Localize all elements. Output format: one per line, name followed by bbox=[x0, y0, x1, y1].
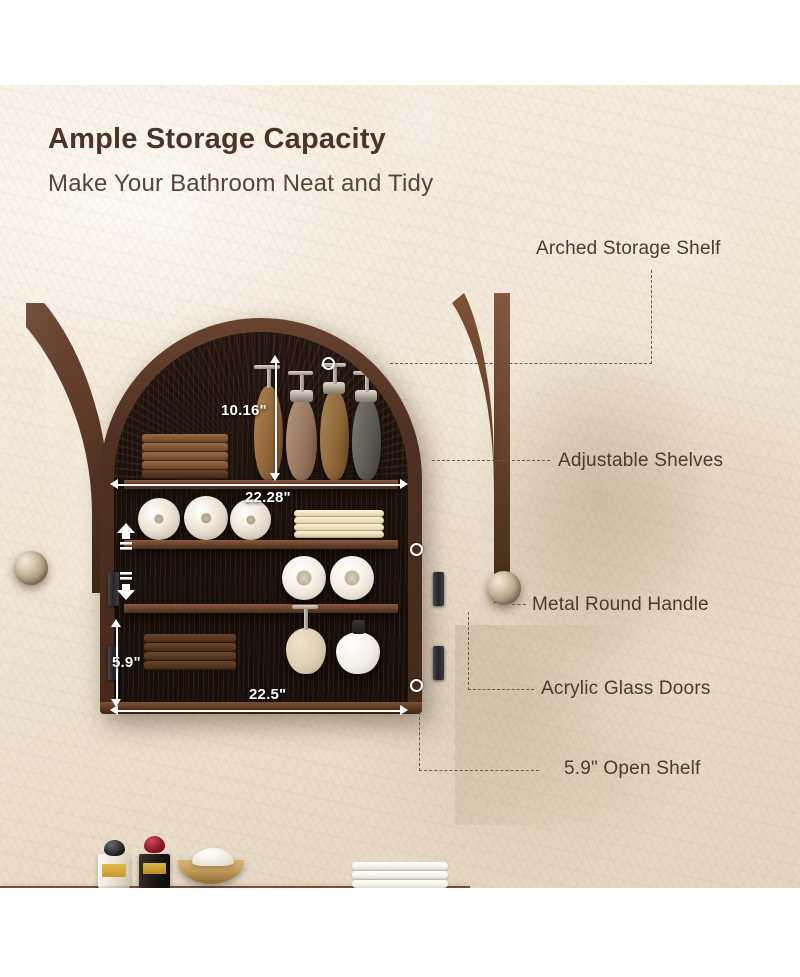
marker-dot-open-shelf bbox=[410, 679, 423, 692]
marker-dot-shelf bbox=[410, 543, 423, 556]
cabinet-base bbox=[100, 702, 422, 714]
leader-line-acrylic-doors-v bbox=[468, 612, 469, 690]
bathroom-vanity bbox=[0, 886, 470, 888]
callout-open-shelf: 5.9" Open Shelf bbox=[564, 758, 701, 779]
pump-collar-3 bbox=[323, 382, 345, 394]
soap-dispenser-3 bbox=[320, 390, 349, 480]
brown-towel-stack-bottom bbox=[144, 634, 236, 674]
leader-line-acrylic-doors-h bbox=[468, 689, 534, 690]
pump-collar-4 bbox=[355, 390, 377, 402]
door-hinge-lower bbox=[108, 646, 119, 680]
pump-head-1 bbox=[254, 365, 280, 369]
perfume-label bbox=[102, 864, 126, 877]
dimension-line-width-top bbox=[116, 484, 402, 486]
pump-stem-2 bbox=[300, 374, 304, 392]
ceramic-soap-pump bbox=[286, 628, 326, 674]
rolled-towel-2 bbox=[184, 496, 228, 540]
page-title: Ample Storage Capacity bbox=[48, 123, 386, 155]
leader-line-arched-shelf-v bbox=[651, 270, 652, 364]
cabinet-interior bbox=[114, 332, 408, 706]
pump-stem-3 bbox=[333, 366, 337, 384]
right-cabinet-door[interactable] bbox=[450, 293, 521, 605]
dimension-arrow-up-2 bbox=[111, 619, 121, 627]
page-subtitle: Make Your Bathroom Neat and Tidy bbox=[48, 170, 434, 197]
cabinet-frame bbox=[100, 318, 422, 714]
dimension-label-10-16: 10.16" bbox=[221, 402, 267, 419]
perfume-label bbox=[143, 863, 166, 874]
pump-head-4 bbox=[353, 371, 378, 375]
soap-bar bbox=[192, 848, 234, 866]
toilet-paper-roll-2 bbox=[330, 556, 374, 600]
leader-line-arched-shelf-h bbox=[390, 363, 652, 364]
pump-head-2 bbox=[288, 371, 313, 375]
door-hinge-lower-right bbox=[433, 646, 444, 680]
pump-stem-5 bbox=[304, 608, 308, 630]
callout-acrylic-glass-doors: Acrylic Glass Doors bbox=[541, 678, 711, 699]
folded-towel-bottom bbox=[352, 880, 448, 888]
pump-head-5 bbox=[292, 605, 318, 609]
dimension-arrow-up bbox=[270, 355, 280, 363]
perfume-bottle-black bbox=[139, 836, 170, 888]
toilet-paper-roll-1 bbox=[282, 556, 326, 600]
pump-stem-4 bbox=[365, 374, 369, 392]
perfume-cap bbox=[104, 840, 125, 856]
arrow-up-icon bbox=[116, 523, 136, 553]
soap-dispenser-1 bbox=[254, 386, 283, 480]
shelf-middle bbox=[124, 540, 398, 549]
dimension-arrow-down bbox=[270, 473, 280, 481]
soap-dispenser-4 bbox=[352, 398, 381, 480]
dimension-label-5-9: 5.9" bbox=[112, 654, 141, 671]
metal-round-handle-right[interactable] bbox=[487, 571, 521, 605]
soap-dispenser-2 bbox=[286, 398, 317, 480]
marker-dot-arched-shelf bbox=[322, 357, 335, 370]
door-hinge-upper-right bbox=[433, 572, 444, 606]
folded-towel-top bbox=[352, 862, 448, 870]
dimension-arrow-left bbox=[110, 479, 118, 489]
door-hinge-upper bbox=[108, 572, 119, 606]
cream-towel-stack bbox=[294, 510, 384, 540]
dimension-line-open-shelf-width bbox=[116, 710, 402, 712]
pump-stem-1 bbox=[267, 368, 271, 388]
callout-metal-round-handle: Metal Round Handle bbox=[532, 594, 709, 615]
perfume-bottle-clear bbox=[98, 840, 130, 888]
metal-round-handle-left[interactable] bbox=[14, 551, 48, 585]
dimension-label-22-28: 22.28" bbox=[245, 489, 291, 506]
rolled-towel-1 bbox=[138, 498, 180, 540]
dimension-line-height-top bbox=[275, 360, 277, 478]
wall-cabinet bbox=[100, 318, 422, 714]
rolled-towel-3 bbox=[230, 499, 271, 540]
shelf-lower bbox=[124, 604, 398, 613]
left-cabinet-door[interactable] bbox=[14, 303, 118, 593]
pump-collar-2 bbox=[290, 390, 313, 402]
brown-towel-stack-top bbox=[142, 434, 228, 480]
perfume-cap bbox=[144, 836, 165, 853]
callout-adjustable-shelves: Adjustable Shelves bbox=[558, 450, 724, 471]
dimension-arrow-right bbox=[400, 479, 408, 489]
dimension-line-open-shelf-height bbox=[116, 624, 118, 704]
vanity-countertop bbox=[0, 886, 470, 888]
leader-line-metal-handle bbox=[512, 604, 526, 605]
dimension-arrow-down-2 bbox=[111, 699, 121, 707]
callout-arched-storage-shelf: Arched Storage Shelf bbox=[536, 238, 721, 259]
leader-line-open-shelf-v bbox=[419, 712, 420, 771]
dimension-arrow-right-2 bbox=[400, 705, 408, 715]
white-soap-bottle bbox=[336, 632, 380, 674]
dimension-arrow-left-2 bbox=[110, 705, 118, 715]
white-soap-bottle-cap bbox=[352, 620, 365, 634]
leader-line-adjustable-shelves bbox=[432, 460, 550, 461]
folded-towel-mid bbox=[352, 871, 448, 879]
cabinet-shadow-secondary bbox=[455, 625, 685, 825]
dimension-label-22-5: 22.5" bbox=[249, 686, 287, 703]
leader-line-open-shelf-h bbox=[419, 770, 539, 771]
arrow-down-icon bbox=[116, 572, 136, 602]
